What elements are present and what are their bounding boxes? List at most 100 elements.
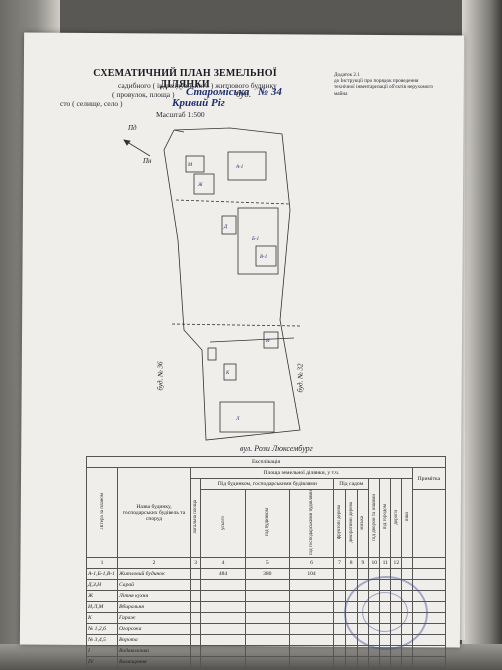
row-all xyxy=(200,579,246,592)
row-letter: А-1,Б-1,В-1 xyxy=(86,568,118,581)
col-name: Назва будинку, господарських будівель та… xyxy=(117,466,191,559)
row-name: Вимощення xyxy=(117,656,191,669)
row-out xyxy=(288,634,335,647)
row-letter: № 1,2,6 xyxy=(86,623,118,636)
row-house xyxy=(244,645,290,658)
svg-text:Д: Д xyxy=(223,225,228,230)
row-out xyxy=(288,656,335,669)
document-subtitle: садибного ( індивідуального ) житлового … xyxy=(118,81,277,90)
svg-text:Ж: Ж xyxy=(197,183,203,188)
col-under-outbuildings: під господарськими будівлями xyxy=(309,490,315,556)
house-value: № 34 xyxy=(258,86,282,98)
row-all: 484 xyxy=(200,568,246,581)
col-note: Примітка xyxy=(411,467,447,490)
row-house xyxy=(244,656,290,669)
row-total xyxy=(189,590,202,603)
site-plan-drawing: А-1 Б-1 В-1 Д Ж И К Л М xyxy=(123,127,301,441)
building-g xyxy=(223,363,237,381)
row-name: Вбиральня xyxy=(117,601,191,614)
row-name: Сарай xyxy=(117,579,191,592)
row-name: Огорожа xyxy=(117,623,191,636)
row-letter: К xyxy=(86,612,118,625)
row-house xyxy=(244,623,290,636)
row-letter: І xyxy=(86,645,118,658)
row-total xyxy=(189,612,202,625)
official-stamp-inner xyxy=(362,592,408,632)
svg-text:К: К xyxy=(225,371,230,376)
addendum-title: Додаток 2.1 xyxy=(334,72,360,78)
row-all xyxy=(200,634,246,647)
col-other: інші xyxy=(404,512,410,522)
col-yard: під двором та іншими xyxy=(371,493,377,541)
official-stamp xyxy=(344,576,428,650)
row-all xyxy=(200,612,246,625)
north-label: Пд xyxy=(128,124,137,132)
row-house xyxy=(244,612,290,625)
row-total xyxy=(189,601,202,614)
row-house xyxy=(244,579,290,592)
house-label: буд. xyxy=(236,89,252,99)
row-name: Ворота xyxy=(117,634,191,647)
building-f xyxy=(263,331,279,349)
col-letters: Літера за планом xyxy=(99,493,105,530)
col-area-header: Площа земельної ділянки, у т.ч. xyxy=(190,467,413,479)
svg-text:В-1: В-1 xyxy=(260,255,267,260)
col-garden-header: Під садом xyxy=(333,478,370,490)
col-under-house: під будинком xyxy=(264,508,270,537)
row-name: Літня кухня xyxy=(117,590,191,603)
building-b xyxy=(185,155,205,173)
col-gate: під городом xyxy=(382,504,388,530)
row-total xyxy=(189,579,202,592)
row-house: 380 xyxy=(244,568,290,581)
row-out xyxy=(288,645,335,658)
row-total xyxy=(189,645,202,658)
plot-boundary xyxy=(163,127,301,441)
row-letter: № 3,4,5 xyxy=(86,634,118,647)
row-letter: ІV xyxy=(86,656,118,669)
row-house xyxy=(244,601,290,614)
building-main xyxy=(237,207,279,275)
table-caption: Експлікація xyxy=(86,456,446,468)
col-built-total: усього xyxy=(220,515,226,530)
street-label: ( провулок, площа ) xyxy=(112,90,175,99)
row-house xyxy=(244,634,290,647)
addendum-text: до Інструкції про порядок проведення тех… xyxy=(334,78,433,97)
street-bottom-label: вул. Рози Люксембург xyxy=(240,444,313,453)
city-value: Кривий Ріг xyxy=(172,97,225,109)
row-letter: И,Л,М xyxy=(86,601,118,614)
row-out xyxy=(288,590,335,603)
building-c xyxy=(193,173,215,195)
svg-text:Б-1: Б-1 xyxy=(251,237,259,242)
col-total: Загальна площа xyxy=(193,500,199,534)
row-name: Водяколонка xyxy=(117,645,191,658)
document-title: СХЕМАТИЧНИЙ ПЛАН ЗЕМЕЛЬНОЇ ДІЛЯНКИ xyxy=(93,68,277,90)
row-all xyxy=(200,645,246,658)
neighbor-left-label: буд. № 36 xyxy=(156,361,165,391)
background-right xyxy=(462,0,502,670)
svg-text:А-1: А-1 xyxy=(235,165,243,170)
col-fruit: фруктові дерева xyxy=(336,505,342,540)
svg-text:Л: Л xyxy=(235,417,240,422)
row-total xyxy=(189,634,202,647)
row-house xyxy=(244,590,290,603)
city-label: сто ( селище, село ) xyxy=(60,99,123,108)
col-roads: дороги xyxy=(393,509,399,525)
building-e xyxy=(255,245,277,267)
svg-text:И: И xyxy=(265,339,270,344)
building-garage xyxy=(219,401,275,433)
row-all xyxy=(200,601,246,614)
row-out xyxy=(288,612,335,625)
row-total xyxy=(189,623,202,636)
row-out xyxy=(288,579,335,592)
row-name: Житловий будинок xyxy=(117,568,191,581)
row-letter: Ж xyxy=(86,590,118,603)
svg-text:М: М xyxy=(187,163,193,168)
building-h xyxy=(207,347,217,361)
row-out xyxy=(288,601,335,614)
row-total xyxy=(189,656,202,669)
row-out: 104 xyxy=(288,568,335,581)
